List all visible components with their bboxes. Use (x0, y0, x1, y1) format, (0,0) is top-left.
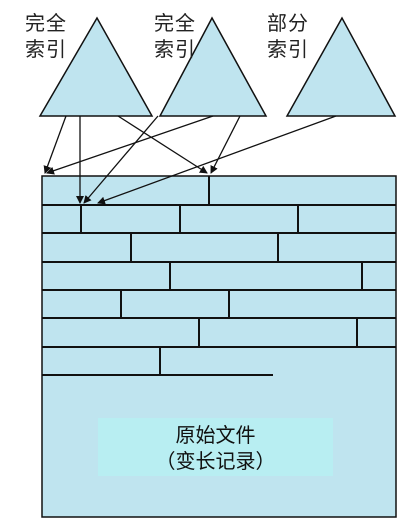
full-index-1-label: 完全 索引 (25, 11, 67, 61)
record-separators (80, 176, 363, 375)
full-index-2-label: 完全 索引 (154, 11, 196, 61)
partial-index-label: 部分 索引 (267, 11, 309, 61)
arrow-idx2-c (210, 115, 241, 174)
full-index-1-triangle (38, 16, 154, 117)
record-lines (42, 204, 396, 376)
arrow-idx1-a (43, 115, 67, 174)
arrow-idx2-a (46, 115, 214, 175)
arrow-idx2-b (83, 115, 159, 204)
file-subtitle: （变长记录） (155, 449, 276, 473)
arrow-idx3-a (97, 115, 337, 205)
original-file-label: 原始文件 （变长记录） (98, 418, 333, 476)
arrow-idx1-c (117, 115, 208, 174)
file-title: 原始文件 (175, 423, 256, 447)
pointer-arrows (43, 115, 337, 205)
partial-index-triangle (285, 16, 397, 117)
